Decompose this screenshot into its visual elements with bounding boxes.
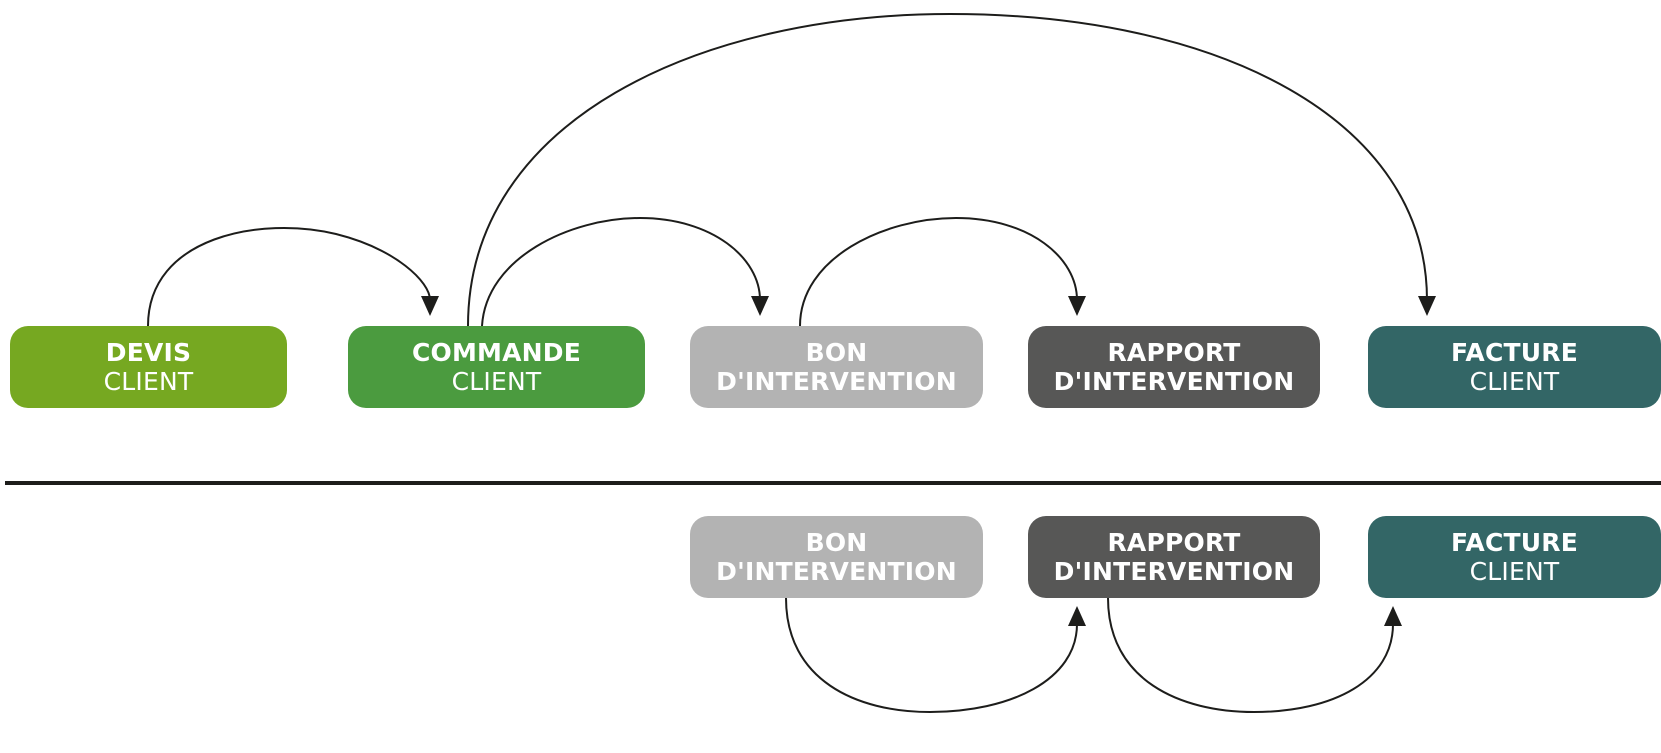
arrow-devis-to-commande (147, 227, 439, 327)
horizontal-divider (5, 481, 1661, 485)
node-title-line-1: RAPPORT (1107, 528, 1241, 557)
node-title-line-2: D'INTERVENTION (716, 367, 957, 396)
arrowhead-icon (421, 296, 439, 316)
arrow-rapport-to-facture-bottom (1107, 597, 1402, 714)
node-title-line-2: CLIENT (1469, 557, 1560, 586)
node-title-line-2: CLIENT (451, 367, 542, 396)
arrowhead-icon (1068, 606, 1086, 626)
arrow-bon-to-rapport-bottom (785, 597, 1086, 714)
arrowhead-icon (1068, 296, 1086, 316)
node-title-line-1: DEVIS (105, 338, 192, 367)
arrow-commande-to-bon (481, 216, 769, 327)
arrowhead-icon (751, 296, 769, 316)
arrowhead-icon (1384, 606, 1402, 626)
arrow-bon-to-rapport (799, 216, 1086, 327)
arrowhead-icon (1418, 296, 1436, 316)
node-title-line-2: CLIENT (1469, 367, 1560, 396)
node-title-line-2: D'INTERVENTION (716, 557, 957, 586)
node-title-line-1: FACTURE (1451, 338, 1578, 367)
node-title-line-1: FACTURE (1451, 528, 1578, 557)
arrow-commande-to-facture (467, 12, 1436, 327)
node-title-line-1: RAPPORT (1107, 338, 1241, 367)
node-title-line-1: BON (805, 338, 868, 367)
node-title-line-1: COMMANDE (411, 338, 582, 367)
node-title-line-2: CLIENT (103, 367, 194, 396)
node-title-line-1: BON (805, 528, 868, 557)
node-title-line-2: D'INTERVENTION (1053, 367, 1295, 396)
node-title-line-2: D'INTERVENTION (1053, 557, 1295, 586)
